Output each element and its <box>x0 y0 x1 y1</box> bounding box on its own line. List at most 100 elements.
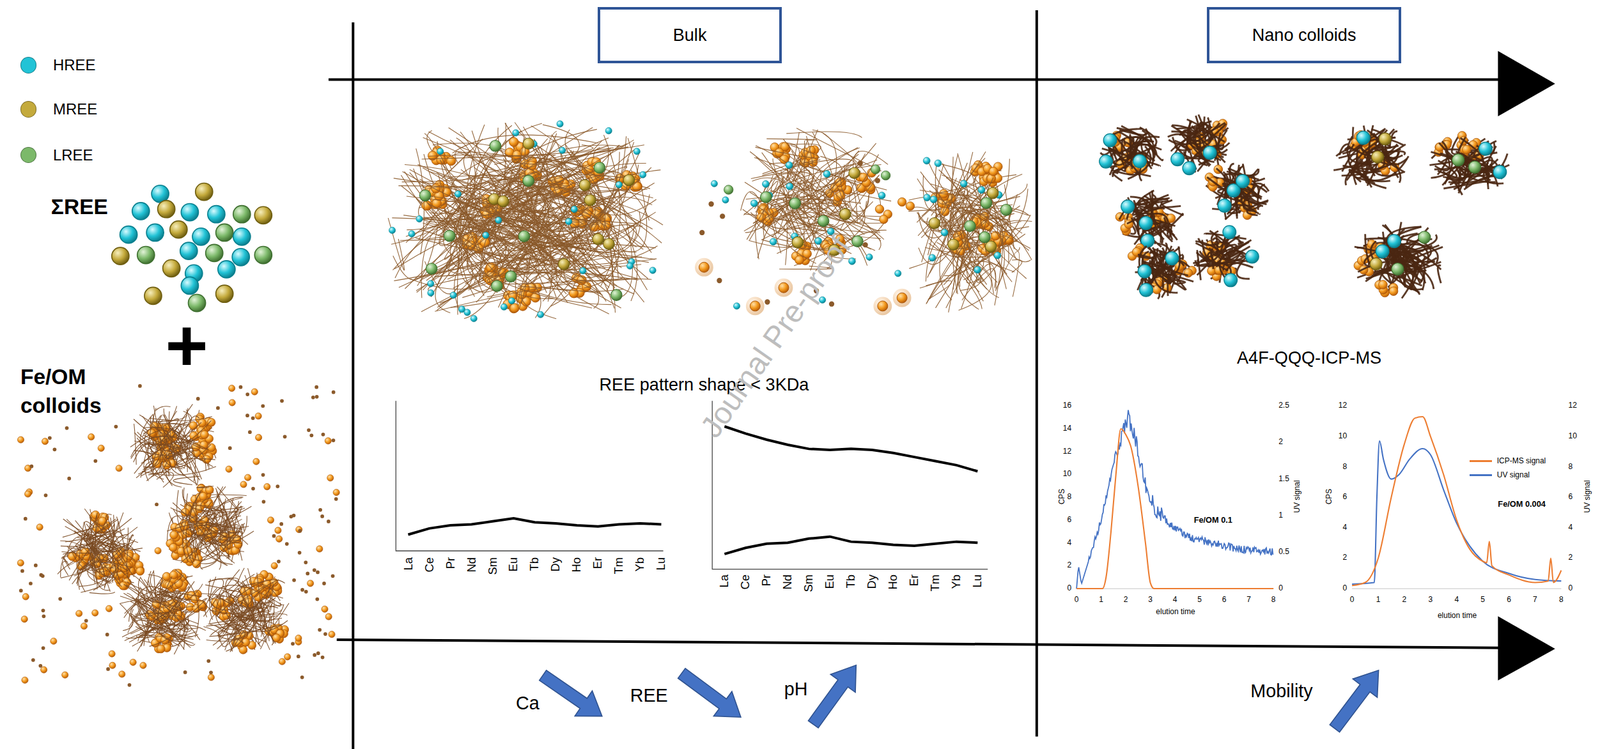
large-aggregate-part <box>464 309 471 316</box>
ree-ion-cluster-part <box>232 248 250 266</box>
large-aggregate-part <box>570 205 578 213</box>
large-aggregate-part <box>504 271 517 283</box>
fe-nanoparticle-part <box>323 632 328 637</box>
fe-om-colloid-part <box>142 430 163 482</box>
large-aggregate-part <box>558 258 570 271</box>
free-species-part <box>896 292 908 303</box>
large-aggregate-part <box>437 218 605 308</box>
fe-om-colloid-part <box>130 601 191 649</box>
fe-om-colloid-part <box>195 535 230 560</box>
small-aggregate-part <box>848 167 861 179</box>
large-aggregate-part <box>431 184 441 194</box>
large-aggregate-part <box>584 194 596 206</box>
small-aggregate-part <box>762 210 781 254</box>
small-aggregate-part <box>760 191 773 204</box>
small-aggregate-part <box>928 153 973 258</box>
large-aggregate-part <box>428 131 627 165</box>
fe-nanoparticle-part <box>84 618 89 623</box>
fe-om-colloid-part <box>127 581 204 601</box>
ree-ion-cluster-part <box>217 260 236 279</box>
nano-colloids <box>1099 114 1510 299</box>
fe-nanoparticle-part <box>304 590 309 594</box>
small-aggregate-part <box>781 193 847 216</box>
fe-om-colloid-part <box>237 588 250 610</box>
fe-nanoparticle-part <box>109 662 116 669</box>
large-aggregate-part <box>558 147 566 154</box>
panel-divider <box>352 10 1037 749</box>
fe-om-colloid-part <box>189 502 243 536</box>
fe-nanoparticle-part <box>255 434 262 441</box>
small-aggregate-part <box>928 254 936 262</box>
fe-nanoparticle-part <box>196 396 201 401</box>
fe-om-colloid-part <box>126 593 154 632</box>
fe-om-colloid-part <box>174 579 183 589</box>
fe-nanoparticle-part <box>240 481 247 488</box>
fe-nanoparticle-part <box>306 580 314 587</box>
fe-om-colloid-part <box>187 532 236 548</box>
small-aggregate-part <box>926 217 1005 305</box>
ree-ion-cluster-part <box>137 246 155 265</box>
panel-divider-part <box>1035 10 1039 738</box>
small-aggregate-part <box>878 191 886 199</box>
fe-nanoparticle-part <box>320 655 325 660</box>
fe-om-colloid-part <box>150 571 181 599</box>
fe-nanoparticle-part <box>93 458 98 463</box>
fe-nanoparticle-part <box>264 483 271 490</box>
large-aggregate-part <box>393 215 507 282</box>
fe-nanoparticle-part <box>248 430 252 435</box>
fe-nanoparticle-part <box>321 605 328 613</box>
fe-nanoparticle-part <box>324 437 332 445</box>
small-aggregate-part <box>925 234 982 309</box>
free-species-part <box>894 270 902 277</box>
trend-arrow <box>678 668 741 718</box>
large-aggregate-part <box>592 233 605 245</box>
fe-nanoparticle-part <box>38 664 43 668</box>
fe-nanoparticle-part <box>305 572 310 576</box>
small-aggregate-part <box>839 208 851 220</box>
fe-nanoparticle-part <box>154 502 159 507</box>
fe-om-colloid-part <box>195 514 217 553</box>
fe-nanoparticle-part <box>251 388 258 396</box>
small-aggregate-part <box>937 242 982 291</box>
small-aggregate-part <box>983 215 1003 306</box>
large-aggregate-part <box>450 292 457 299</box>
fe-om-colloid-part <box>209 575 254 630</box>
small-aggregate-part <box>980 197 993 210</box>
axis-arrow-part <box>328 78 1503 82</box>
small-aggregate-part <box>938 178 962 232</box>
fe-om-colloid-part <box>153 627 187 647</box>
fe-om-colloid-part <box>191 515 248 538</box>
fe-nanoparticle-part <box>279 522 284 527</box>
small-aggregate-part <box>762 180 770 188</box>
fe-om-colloid-part <box>119 598 176 644</box>
fe-om-colloid <box>130 403 217 488</box>
large-aggregate-part <box>603 238 615 250</box>
fe-nanoparticle-part <box>261 473 266 477</box>
fe-nanoparticle-part <box>316 545 323 553</box>
free-species-part <box>722 196 729 204</box>
large-aggregate-part <box>512 129 520 137</box>
fe-nanoparticle-part <box>40 666 47 674</box>
small-aggregate-part <box>852 235 864 248</box>
large-aggregate-part <box>565 129 600 179</box>
fe-om-colloid-part <box>79 515 92 546</box>
fe-nanoparticle-part <box>127 683 132 688</box>
free-species-part <box>719 213 725 219</box>
fe-om-colloid-part <box>66 519 123 560</box>
ree-ion-cluster-part <box>233 228 251 246</box>
fe-nanoparticle-part <box>272 534 277 539</box>
fe-om-colloid-part <box>161 596 190 631</box>
fe-om-colloid-part <box>112 534 128 582</box>
small-aggregate-part <box>974 266 982 274</box>
fe-nanoparticle-part <box>92 609 99 617</box>
large-aggregate-part <box>418 191 503 240</box>
large-aggregate-part <box>633 148 640 155</box>
fe-nanoparticle-part <box>33 563 38 568</box>
fe-nanoparticle-part <box>284 653 291 661</box>
free-species-part <box>875 205 884 214</box>
fe-nanoparticle-part <box>283 434 288 439</box>
small-aggregate-part <box>978 186 986 194</box>
fe-nanoparticle-part <box>276 559 281 564</box>
large-aggregate-part <box>497 195 509 208</box>
